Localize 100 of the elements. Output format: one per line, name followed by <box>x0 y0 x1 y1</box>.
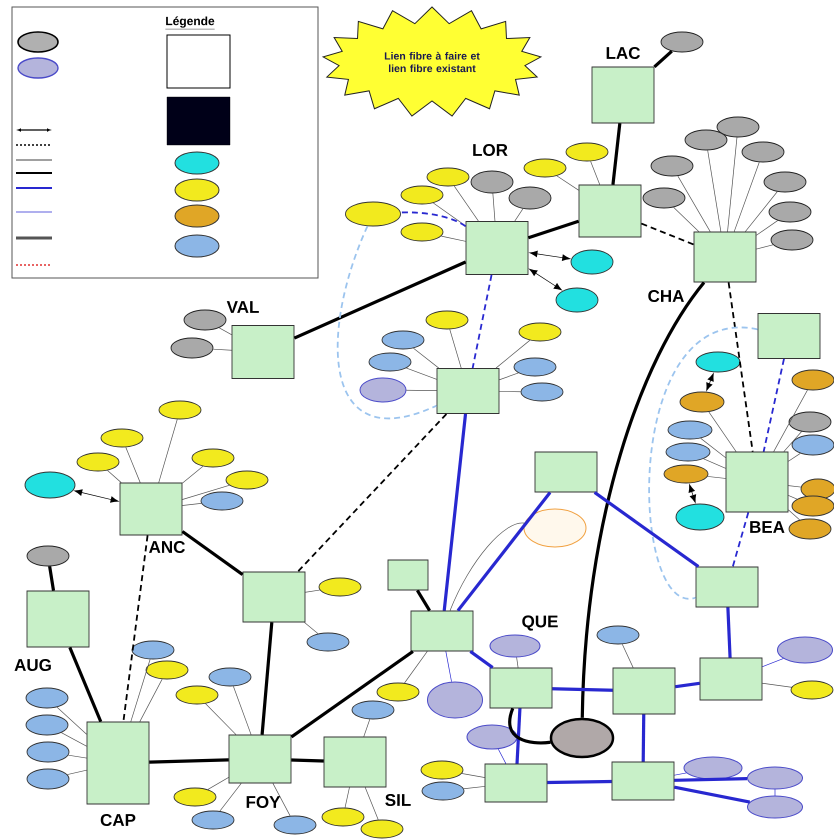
site-box <box>26 590 90 648</box>
site-code-label: SIL <box>385 794 411 806</box>
link-line <box>449 329 462 368</box>
building-ellipse <box>696 352 740 372</box>
link-line <box>726 607 732 658</box>
building-ellipse <box>192 448 234 468</box>
legend-title: Légende <box>165 16 215 30</box>
building-ellipse <box>770 230 814 250</box>
link-line <box>728 282 754 452</box>
link-line <box>611 123 622 185</box>
link-line <box>139 678 162 722</box>
link-line <box>364 787 379 820</box>
link-line <box>305 590 320 593</box>
building-ellipse <box>318 578 362 596</box>
site-box <box>388 560 428 590</box>
site-code-label: LAC <box>606 46 640 60</box>
building-ellipse <box>747 796 803 818</box>
building-ellipse <box>376 682 420 702</box>
building-ellipse <box>170 338 214 358</box>
link-line <box>496 340 530 368</box>
link-line <box>688 484 696 503</box>
building-ellipse <box>345 202 401 226</box>
link-line <box>212 348 232 351</box>
link-line <box>68 646 102 722</box>
building-ellipse <box>508 186 552 210</box>
link-line <box>745 191 778 232</box>
link-line <box>294 260 466 340</box>
building-ellipse <box>788 518 832 540</box>
link-line <box>416 590 431 612</box>
link-line <box>547 780 612 784</box>
building-ellipse <box>550 718 614 758</box>
building-ellipse <box>26 546 70 566</box>
site-box <box>758 313 820 359</box>
building-ellipse <box>518 322 562 342</box>
site-code-label: CHA <box>648 290 684 302</box>
link-line <box>182 466 204 484</box>
site-box <box>484 764 548 802</box>
link-line <box>208 777 229 790</box>
building-ellipse <box>420 760 464 780</box>
building-ellipse <box>676 504 724 530</box>
link-line <box>205 703 236 735</box>
site-box <box>578 184 642 238</box>
building-ellipse <box>524 158 566 178</box>
building-ellipse <box>426 168 470 186</box>
building-ellipse <box>226 470 268 490</box>
link-line <box>529 250 570 261</box>
link-line <box>774 789 776 796</box>
link-line <box>707 150 722 232</box>
site-box <box>726 452 788 512</box>
building-ellipse <box>158 400 202 420</box>
building-ellipse <box>570 250 614 274</box>
building-ellipse <box>490 634 540 658</box>
site-box <box>592 66 654 124</box>
link-line <box>499 391 521 392</box>
site-box <box>612 762 674 800</box>
building-ellipse <box>660 32 704 52</box>
link-line <box>130 659 150 722</box>
link-line <box>674 772 687 776</box>
building-ellipse <box>664 464 708 484</box>
region-label: VAL <box>226 301 259 313</box>
link-line <box>182 485 230 500</box>
link-line <box>158 419 178 483</box>
link-line <box>508 708 551 744</box>
link-line <box>56 706 87 735</box>
link-line <box>788 495 798 500</box>
link-line <box>450 522 525 611</box>
link-line <box>707 476 726 479</box>
building-ellipse <box>742 142 784 162</box>
site-box <box>612 668 676 714</box>
link-line <box>653 50 673 68</box>
region-label: QUE <box>522 615 558 631</box>
site-box <box>86 722 150 804</box>
link-line <box>454 186 479 222</box>
link-line <box>528 220 580 240</box>
link-line <box>788 510 800 520</box>
building-ellipse <box>768 202 812 222</box>
link-line <box>440 236 466 242</box>
link-line <box>675 682 700 688</box>
building-ellipse <box>426 310 468 330</box>
site-box <box>120 482 182 536</box>
link-line <box>678 176 711 232</box>
link-line <box>492 193 496 222</box>
link-line <box>642 714 646 762</box>
link-line <box>498 748 506 764</box>
building-ellipse <box>684 130 728 150</box>
link-line <box>406 390 437 391</box>
site-box <box>410 610 474 652</box>
link-line <box>413 348 440 368</box>
link-line <box>784 431 802 452</box>
link-line <box>648 328 758 599</box>
link-line <box>515 708 522 764</box>
building-ellipse <box>650 156 694 176</box>
link-line <box>788 453 801 462</box>
link-line <box>529 268 562 290</box>
link-line <box>514 208 524 222</box>
link-line <box>297 413 448 572</box>
link-line <box>272 783 290 816</box>
link-line <box>48 566 56 591</box>
link-line <box>336 226 437 420</box>
link-line <box>290 650 414 738</box>
